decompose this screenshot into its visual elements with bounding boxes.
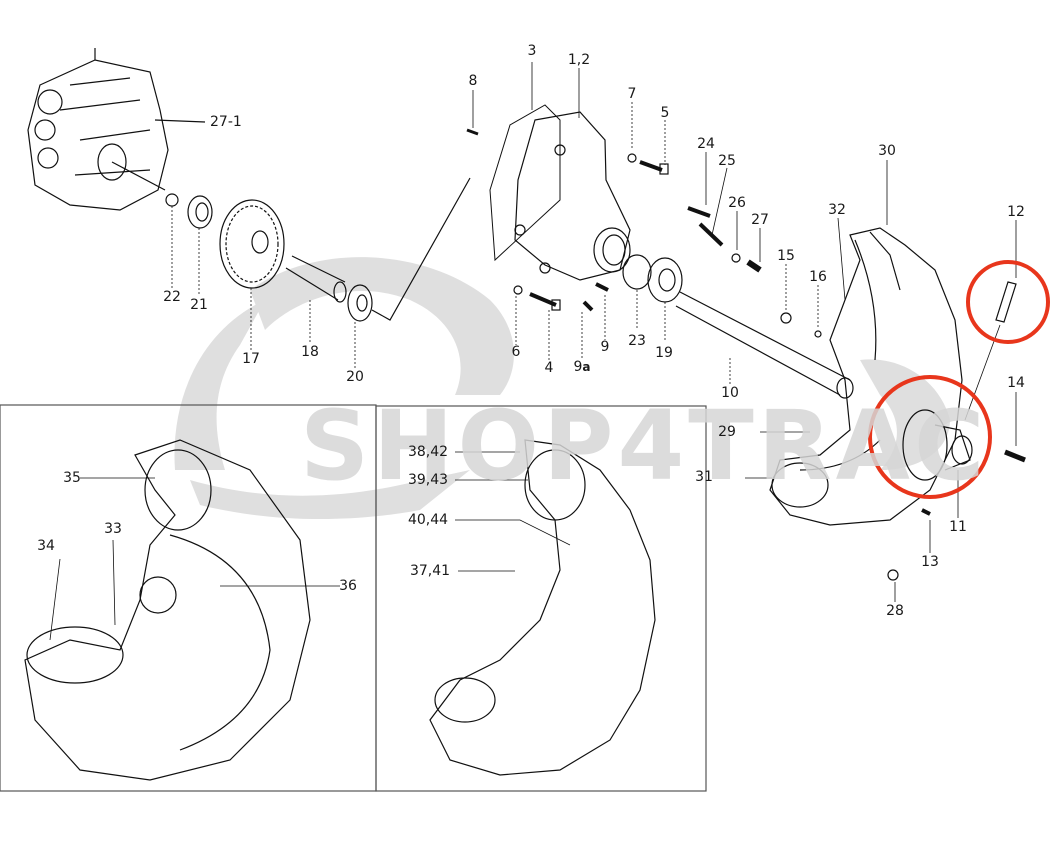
ag-tire-inset-drawing (429, 439, 656, 776)
part-label-9: 9 (600, 339, 610, 355)
part-label-8: 8 (468, 73, 478, 89)
ag-wheel-right (745, 160, 963, 526)
part-label-15: 15 (777, 248, 795, 264)
part-label-14: 14 (1007, 375, 1025, 391)
part-label-16: 16 (809, 269, 827, 285)
part-label-4: 4 (544, 360, 554, 376)
part-label-40-44: 40,44 (407, 512, 449, 528)
part-label-38-42: 38,42 (407, 444, 449, 460)
part-label-29: 29 (718, 424, 736, 440)
part-label-23: 23 (628, 333, 646, 349)
inset-frames (0, 404, 707, 792)
part-label-26: 26 (728, 195, 746, 211)
part-label-37-41: 37,41 (409, 563, 451, 579)
turf-tire-inset-drawing (24, 439, 340, 781)
part-label-21: 21 (190, 297, 208, 313)
part-label-35: 35 (63, 470, 81, 486)
part-label-9a: 9a (573, 359, 591, 375)
gear-train-parts (165, 177, 471, 368)
part-label-suffix: a (582, 360, 591, 374)
highlight-circle-pin-12 (966, 260, 1050, 344)
part-label-30: 30 (878, 143, 896, 159)
part-label-34: 34 (37, 538, 55, 554)
part-label-33: 33 (104, 521, 122, 537)
watermark-text: SHOP4TRAC (300, 390, 989, 502)
part-label-27: 27 (751, 212, 769, 228)
part-label-12: 12 (1007, 204, 1025, 220)
part-label-22: 22 (163, 289, 181, 305)
highlight-circle-hub-11 (868, 375, 992, 499)
part-label-10: 10 (721, 385, 739, 401)
part-label-32: 32 (828, 202, 846, 218)
part-label-25: 25 (718, 153, 736, 169)
hub-11 (902, 409, 973, 518)
part-label-27-1: 27-1 (210, 114, 242, 130)
part-label-17: 17 (242, 351, 260, 367)
shaft-10 (622, 254, 854, 399)
part-label-7: 7 (627, 86, 637, 102)
part-label-24: 24 (697, 136, 715, 152)
part-label-20: 20 (346, 369, 364, 385)
part-label-36: 36 (339, 578, 357, 594)
part-label-19: 19 (655, 345, 673, 361)
part-label-5: 5 (660, 105, 670, 121)
part-label-3: 3 (527, 43, 537, 59)
rear-cover-1-2 (466, 62, 631, 281)
part-label-28: 28 (886, 603, 904, 619)
part-label-13: 13 (921, 554, 939, 570)
part-label-6: 6 (511, 344, 521, 360)
transmission-case-27-1 (27, 48, 206, 211)
fasteners (513, 102, 1026, 602)
part-label-1-2: 1,2 (567, 52, 591, 68)
watermark-logo-swoosh (174, 257, 950, 520)
part-label-18: 18 (301, 344, 319, 360)
part-label-31: 31 (695, 469, 713, 485)
part-label-39-43: 39,43 (407, 472, 449, 488)
part-label-11: 11 (949, 519, 967, 535)
